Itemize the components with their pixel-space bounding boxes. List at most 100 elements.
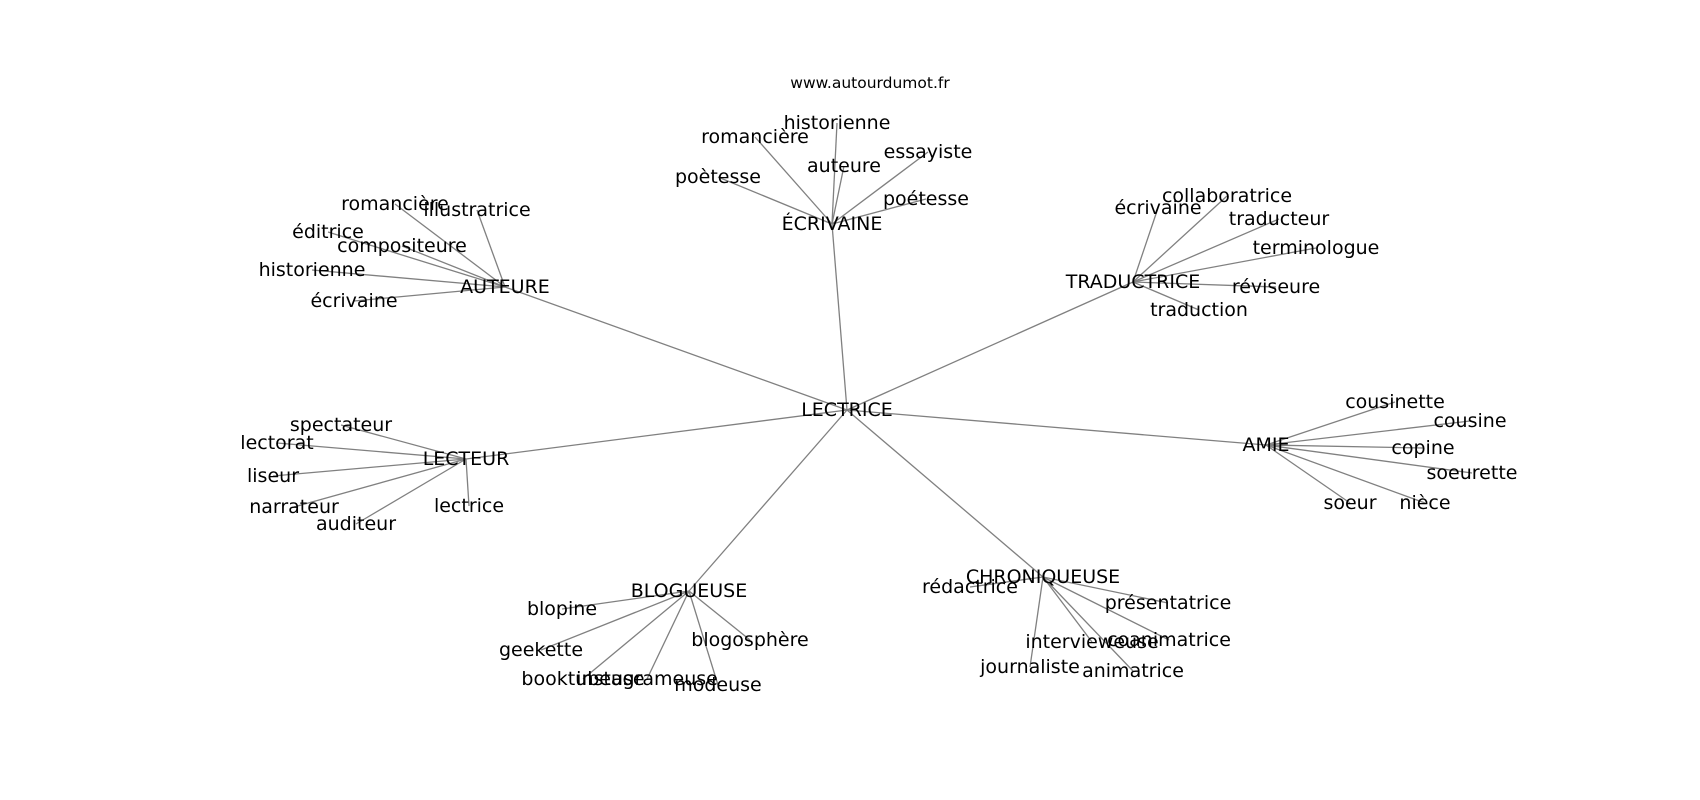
edge-group-to-leaf <box>1132 281 1200 311</box>
edge-group-to-leaf <box>1042 576 1170 641</box>
leaf-node-label: soeurette <box>1427 462 1518 484</box>
leaf-node-label: lectorat <box>240 432 313 454</box>
edge-group-to-leaf <box>276 442 467 460</box>
leaf-node-label: rédactrice <box>922 576 1018 598</box>
edge-group-to-leaf <box>1132 247 1317 283</box>
group-node-label: TRADUCTRICE <box>1065 271 1201 293</box>
leaf-node-label: écrivaine <box>310 290 397 312</box>
edge-group-to-leaf <box>1265 444 1424 449</box>
edge-group-to-leaf <box>1265 420 1471 446</box>
group-node-label: CHRONIQUEUSE <box>966 566 1120 588</box>
edge-group-to-leaf <box>831 165 845 225</box>
leaf-node-label: terminologue <box>1253 237 1380 259</box>
leaf-node-label: narrateur <box>249 496 339 518</box>
edge-group-to-leaf <box>394 203 506 288</box>
edge-group-to-leaf <box>1265 444 1473 474</box>
edge-center-to-group <box>831 223 848 411</box>
leaf-node-label: auditeur <box>316 513 396 535</box>
edge-group-to-leaf <box>311 269 506 288</box>
edge-center-to-group <box>846 281 1134 411</box>
edge-group-to-leaf <box>272 458 467 477</box>
leaf-node-label: copine <box>1391 437 1454 459</box>
leaf-node-label: liseur <box>247 465 299 487</box>
labels-layer: LECTRICEÉCRIVAINEhistorienneromancièrees… <box>240 112 1517 696</box>
leaf-node-label: traduction <box>1150 299 1248 321</box>
edge-group-to-leaf <box>1265 444 1351 504</box>
source-url: www.autourdumot.fr <box>790 74 950 92</box>
leaf-node-label: réviseure <box>1232 276 1320 298</box>
group-node-label: BLOGUEUSE <box>631 580 748 602</box>
leaf-node-label: collaboratrice <box>1162 185 1292 207</box>
leaf-node-label: modeuse <box>674 674 762 696</box>
edge-group-to-leaf <box>1265 401 1396 446</box>
edge-group-to-leaf <box>355 458 467 525</box>
leaf-node-label: historienne <box>259 259 366 281</box>
leaf-node-label: spectateur <box>290 414 392 436</box>
edge-group-to-leaf <box>353 286 506 302</box>
edge-group-to-leaf <box>969 576 1044 588</box>
edge-group-to-leaf <box>293 458 467 508</box>
leaf-node-label: écrivaine <box>1114 197 1201 219</box>
edge-group-to-leaf <box>476 209 506 288</box>
edge-center-to-group <box>846 409 1044 578</box>
edge-group-to-leaf <box>1042 576 1169 604</box>
edge-group-to-leaf <box>688 590 751 641</box>
leaf-node-label: blogosphère <box>691 629 808 651</box>
leaf-node-label: éditrice <box>292 221 364 243</box>
leaf-node-label: romancière <box>701 126 809 148</box>
edge-group-to-leaf <box>327 231 506 288</box>
leaf-node-label: lectrice <box>434 495 504 517</box>
edge-center-to-group <box>504 286 848 411</box>
leaf-node-label: animatrice <box>1082 660 1184 682</box>
edge-center-to-group <box>465 409 848 460</box>
edge-group-to-leaf <box>831 151 929 225</box>
edge-group-to-leaf <box>831 122 838 225</box>
leaf-node-label: geekette <box>499 639 583 661</box>
edge-group-to-leaf <box>1265 444 1426 504</box>
group-node-label: LECTEUR <box>423 448 510 470</box>
leaf-node-label: cousine <box>1433 410 1506 432</box>
edge-center-to-group <box>688 409 848 592</box>
leaf-node-label: booktubeuse <box>521 668 644 690</box>
leaf-node-label: auteure <box>807 155 881 177</box>
leaf-node-label: poètesse <box>675 166 761 188</box>
edge-group-to-leaf <box>1029 576 1044 668</box>
leaf-node-label: journaliste <box>979 656 1080 678</box>
edge-group-to-leaf <box>465 458 470 507</box>
edge-group-to-leaf <box>1132 281 1277 288</box>
edge-group-to-leaf <box>1132 207 1159 283</box>
leaf-node-label: nièce <box>1399 492 1450 514</box>
edge-group-to-leaf <box>754 136 833 225</box>
leaf-node-label: romancière <box>341 193 449 215</box>
edge-group-to-leaf <box>1042 576 1093 643</box>
edge-group-to-leaf <box>646 590 690 680</box>
edge-group-to-leaf <box>561 590 690 610</box>
center-node-label: LECTRICE <box>801 399 893 421</box>
leaf-node-label: cousinette <box>1345 391 1445 413</box>
edge-group-to-leaf <box>717 176 833 225</box>
leaf-node-label: présentatrice <box>1105 592 1232 614</box>
edge-group-to-leaf <box>340 424 467 460</box>
leaf-node-label: historienne <box>784 112 891 134</box>
edge-group-to-leaf <box>831 198 927 225</box>
leaf-node-label: soeur <box>1323 492 1376 514</box>
leaf-node-label: intervieweuse <box>1025 631 1158 653</box>
leaf-node-label: coanimatrice <box>1107 629 1231 651</box>
group-node-label: AMIE <box>1243 434 1290 456</box>
edges-layer <box>272 122 1473 686</box>
edge-group-to-leaf <box>401 245 506 288</box>
edge-group-to-leaf <box>1132 218 1280 283</box>
leaf-node-label: illustratrice <box>423 199 530 221</box>
edge-group-to-leaf <box>1042 576 1134 672</box>
leaf-node-label: compositeure <box>337 235 467 257</box>
edge-group-to-leaf <box>688 590 719 686</box>
leaf-node-label: poétesse <box>883 188 969 210</box>
edge-center-to-group <box>846 409 1267 446</box>
leaf-node-label: blopine <box>527 598 597 620</box>
group-node-label: AUTEURE <box>460 276 550 298</box>
edge-group-to-leaf <box>1132 195 1228 283</box>
leaf-node-label: essayiste <box>884 141 973 163</box>
leaf-node-label: traducteur <box>1229 208 1330 230</box>
edge-group-to-leaf <box>582 590 690 680</box>
